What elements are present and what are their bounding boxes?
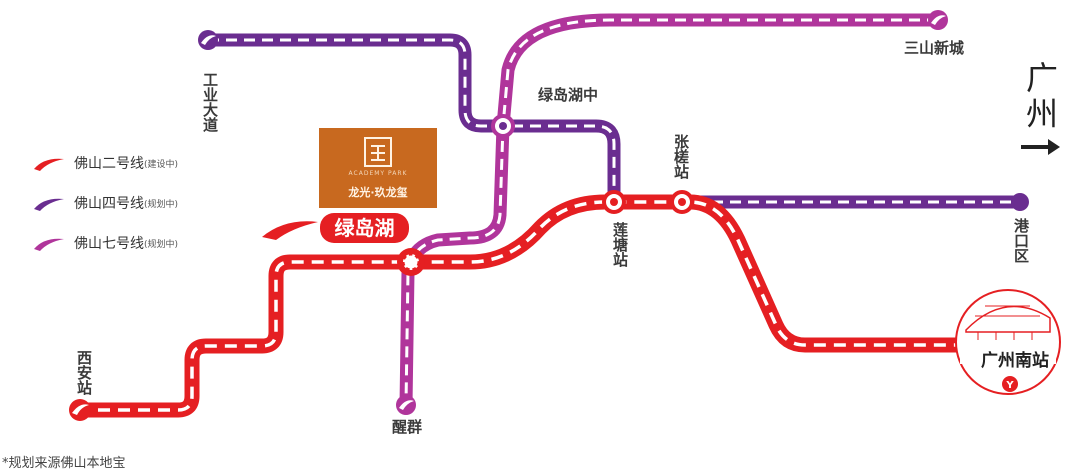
interchange-lvdaohu: [397, 248, 425, 276]
terminal-xingqun: [396, 395, 416, 415]
svg-text:Y: Y: [1005, 380, 1014, 391]
station-label-guangzhou-nan: 广州南站: [981, 350, 1049, 371]
legend-item-line7: 佛山七号线 (规划中): [32, 232, 178, 254]
terminal-gangkou-qu: [1011, 193, 1029, 211]
direction-label: 广州: [1022, 60, 1062, 132]
line-4-route: [208, 33, 1020, 209]
station-label-gangkou-qu: 港口区: [1012, 217, 1030, 263]
line4-swoosh-icon: [34, 198, 64, 211]
brand-english-name: ACADEMY PARK: [348, 170, 408, 177]
brand-logo-icon: [364, 137, 392, 167]
station-label-xingqun: 醒群: [392, 418, 422, 436]
legend-item-line4: 佛山四号线 (规划中): [32, 192, 178, 214]
line2-swoosh-icon: [34, 158, 64, 171]
legend-label: 佛山四号线: [74, 196, 144, 212]
legend-status: (规划中): [144, 239, 179, 250]
arrow-right-icon: [1021, 139, 1060, 155]
line-7-route: [399, 13, 938, 406]
legend-status: (建设中): [144, 159, 179, 170]
interchange-liantang: [602, 190, 626, 214]
terminal-sanshan-xincheng: [928, 10, 948, 30]
legend-status: (规划中): [144, 199, 179, 210]
line-2-route: [78, 194, 962, 418]
terminal-gongye-dadao: [198, 30, 218, 50]
legend-label: 佛山二号线: [74, 156, 144, 172]
station-label-liantang: 莲塘站: [611, 221, 629, 268]
brand-chinese-name: 龙光·玖龙玺: [348, 186, 408, 199]
direction-text: 广州: [1026, 59, 1059, 133]
station-label-sanshan-xincheng: 三山新城: [904, 39, 964, 57]
station-label-xi-an: 西安站: [75, 350, 93, 396]
station-label-gongye-dadao: 工业大道: [201, 72, 219, 132]
legend-item-line2: 佛山二号线 (建设中): [32, 152, 178, 174]
project-brand-card: ACADEMY PARK 龙光·玖龙玺: [319, 128, 437, 208]
project-swoosh-icon: [262, 221, 318, 240]
source-footnote: *规划来源佛山本地宝: [2, 456, 126, 471]
legend: 佛山二号线 (建设中) 佛山四号线 (规划中) 佛山七号线 (规划中): [32, 152, 178, 272]
line7-swoosh-icon: [34, 238, 64, 251]
project-location-badge: 绿岛湖: [320, 213, 409, 243]
station-label-zhanglou: 张槎站: [672, 134, 690, 180]
interchange-lvdaohu-zhong: [491, 114, 515, 138]
guangzhou-south-emblem: Y: [955, 289, 1061, 395]
legend-label: 佛山七号线: [74, 236, 144, 252]
terminal-xi-an: [69, 399, 91, 421]
station-label-lvdaohu-zhong: 绿岛湖中: [538, 86, 598, 104]
interchange-zhanglou: [670, 190, 694, 214]
